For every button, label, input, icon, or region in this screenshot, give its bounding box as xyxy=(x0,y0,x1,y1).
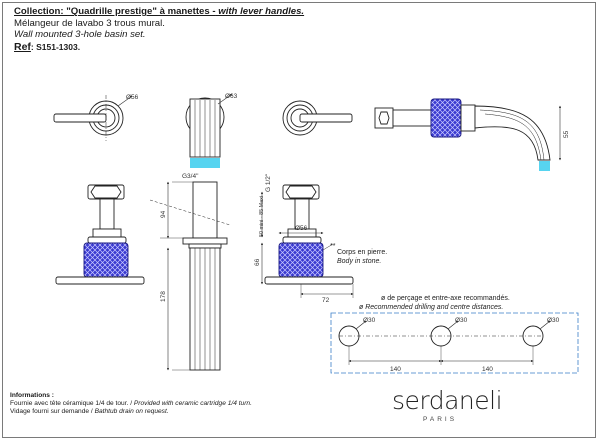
description-en: Wall mounted 3-hole basin set. xyxy=(14,29,146,40)
dim-diameter-56-side: Ø56 xyxy=(295,225,308,232)
dim-height-55: 55 xyxy=(563,130,570,138)
dim-thread-g12: G 1/2" xyxy=(265,173,272,192)
dim-height-178: 178 xyxy=(160,291,167,302)
drawing-frame xyxy=(2,2,596,438)
collection-title: Collection: "Quadrille prestige" à manet… xyxy=(14,6,305,17)
drilling-title-fr: ø de perçage et entre-axe recommandés. xyxy=(381,295,510,302)
drilling-panel xyxy=(330,312,579,374)
dim-hole-30-a: Ø30 xyxy=(363,317,376,324)
stone-note-marker: ** xyxy=(330,243,336,250)
stone-note-en: Body in stone. xyxy=(337,258,381,265)
description-fr: Mélangeur de lavabo 3 trous mural. xyxy=(14,17,165,29)
drilling-holes xyxy=(338,320,551,365)
information-block: Informations : Fournie avec tête céramiq… xyxy=(10,392,252,417)
information-line-1: Fournie avec tête céramique 1/4 de tour.… xyxy=(10,400,252,408)
information-line-2: Vidage fourni sur demande / Bathtub drai… xyxy=(10,408,169,416)
handle-top-view-right xyxy=(282,100,353,136)
handle-top-view-left xyxy=(53,95,133,141)
dim-thread-g34: G3/4" xyxy=(182,173,199,180)
spout-side-view xyxy=(374,98,562,161)
dim-hole-30-b: Ø30 xyxy=(455,317,468,324)
spout-front-elevation xyxy=(149,181,231,371)
dim-width-72: 72 xyxy=(322,297,330,304)
dim-spacing-140-a: 140 xyxy=(390,366,401,373)
reference: Ref: S151-1303. xyxy=(14,40,81,53)
water-flow-side xyxy=(539,161,550,171)
stone-note-leader xyxy=(322,243,334,251)
dim-spacing-140-b: 140 xyxy=(482,366,493,373)
dim-range-50-85: 50 mini - 85 Maxi xyxy=(259,196,265,237)
information-title: Informations : xyxy=(10,392,54,399)
title-block: Collection: "Quadrille prestige" à manet… xyxy=(14,6,304,53)
stone-note-fr: Corps en pierre. xyxy=(337,249,387,256)
dim-diameter-63: Ø63 xyxy=(225,93,238,100)
dim-height-66: 66 xyxy=(254,258,261,266)
valve-elevation-right xyxy=(260,184,354,298)
valve-elevation-left xyxy=(55,184,145,285)
dim-hole-30-c: Ø30 xyxy=(547,317,560,324)
dim-height-94: 94 xyxy=(160,210,167,218)
water-flow-top xyxy=(190,158,220,168)
drilling-title-en: ø Recommended drilling and centre distan… xyxy=(359,304,503,311)
brand-city: PARIS xyxy=(423,416,458,423)
spout-top-view xyxy=(185,93,233,158)
brand-logo: serdaneli xyxy=(392,386,503,415)
dim-diameter-56-top: Ø56 xyxy=(126,94,139,101)
